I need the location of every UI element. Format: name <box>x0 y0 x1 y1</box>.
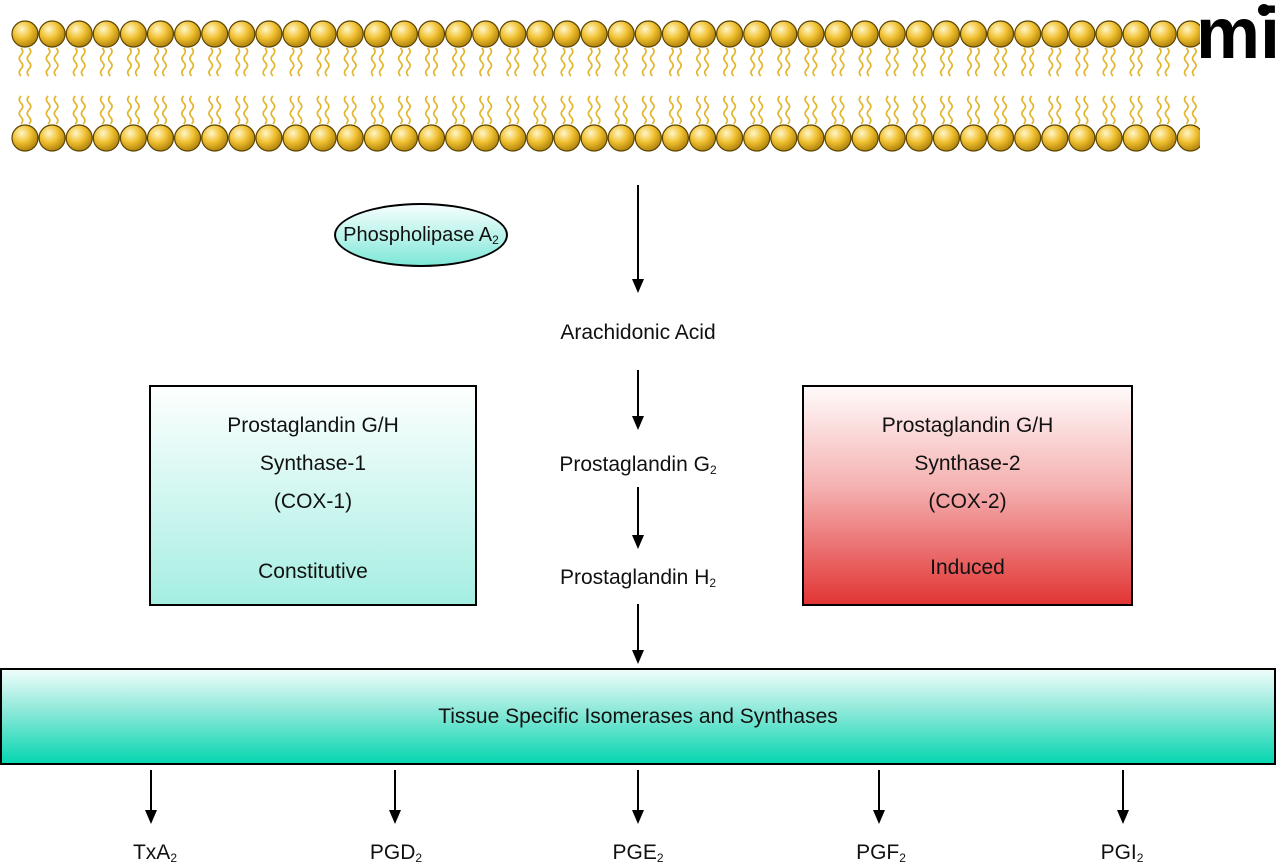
arrow-to-pgd2 <box>389 770 401 824</box>
lipid-heads-top-row <box>11 20 1200 48</box>
cox2-line2: Synthase-2 <box>914 452 1021 475</box>
enzyme-label: Phospholipase A2 <box>343 223 499 247</box>
cox1-line3: (COX-1) <box>273 490 353 513</box>
phospholipase-a2-enzyme: Phospholipase A2 <box>334 203 508 267</box>
product-txa2: TxA2 <box>132 841 178 865</box>
cox1-line1: Prostaglandin G/H <box>227 414 399 437</box>
lipid-tails <box>18 47 1197 125</box>
cox-2-box: Prostaglandin G/H Synthase-2 (COX-2) Ind… <box>802 385 1133 606</box>
cox-1-box: Prostaglandin G/H Synthase-1 (COX-1) Con… <box>149 385 477 606</box>
product-pge2: PGE2 <box>612 841 664 865</box>
arrow-to-pgi2 <box>1117 770 1129 824</box>
arrow-to-pge2 <box>632 770 644 824</box>
product-pgi2: PGI2 <box>1100 841 1144 865</box>
mi-logo: mi <box>1196 2 1280 62</box>
arrow-pgh2-to-tissue <box>632 604 644 664</box>
cox1-line4: Constitutive <box>258 560 368 583</box>
arrow-membrane-to-arachidonic <box>632 185 644 293</box>
arrow-arachidonic-to-pgg2 <box>632 370 644 430</box>
arrow-pgg2-to-pgh2 <box>632 487 644 549</box>
arrow-to-pgf2 <box>873 770 885 824</box>
product-pgf2: PGF2 <box>856 841 906 865</box>
cox1-line2: Synthase-1 <box>259 452 367 475</box>
prostaglandin-g2-label: Prostaglandin G2 <box>559 453 717 477</box>
cox2-line4: Induced <box>930 556 1005 579</box>
lipid-heads-bottom-row <box>11 124 1200 152</box>
cox2-line3: (COX-2) <box>928 490 1007 513</box>
arrow-to-txa2 <box>145 770 157 824</box>
tissue-isomerases-bar: Tissue Specific Isomerases and Synthases <box>0 668 1276 765</box>
prostaglandin-h2-label: Prostaglandin H2 <box>559 566 717 590</box>
cox2-line1: Prostaglandin G/H <box>881 414 1054 437</box>
lipid-bilayer-membrane <box>11 20 1200 152</box>
product-pgd2: PGD2 <box>369 841 423 865</box>
tissue-label: Tissue Specific Isomerases and Synthases <box>438 705 838 728</box>
arachidonic-acid-label: Arachidonic Acid <box>560 321 716 344</box>
